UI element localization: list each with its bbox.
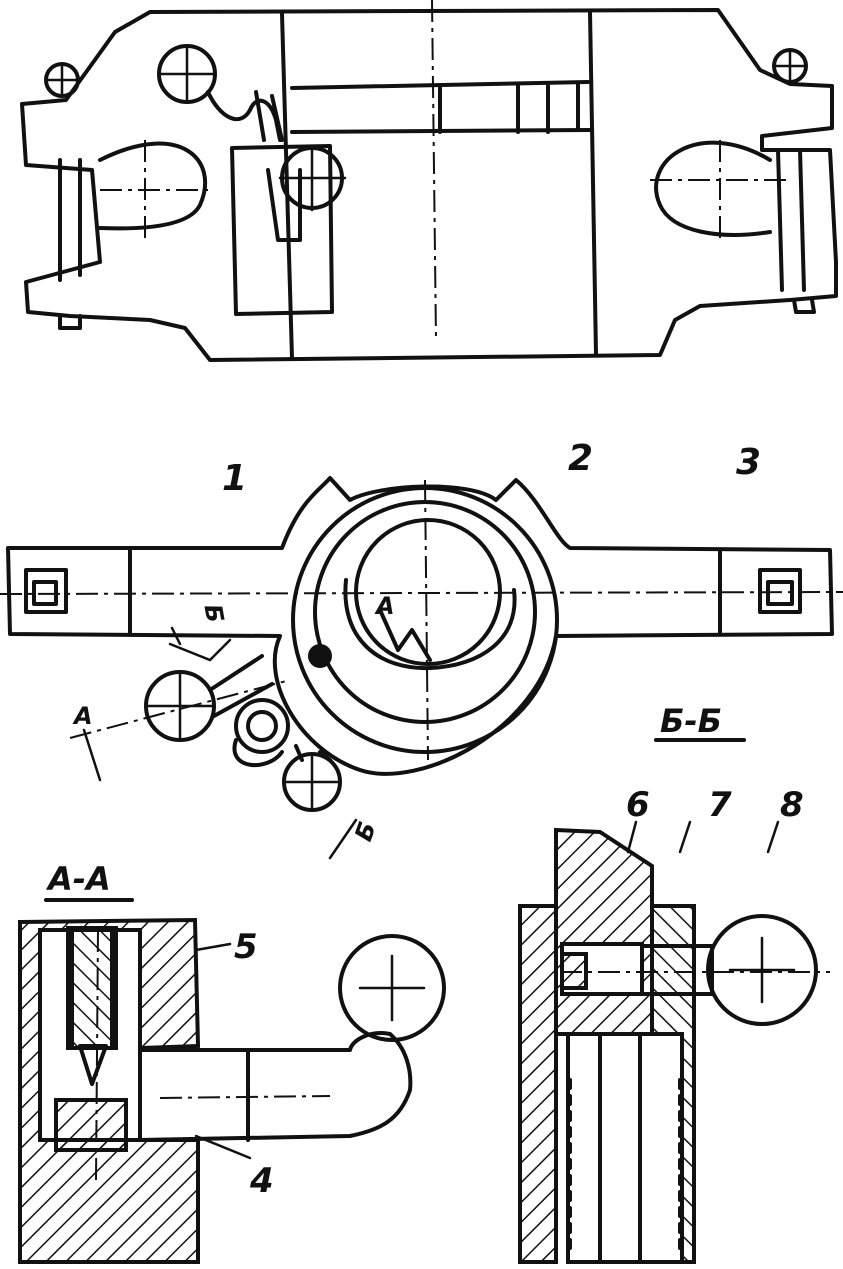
- label-part-1: 1: [222, 458, 247, 499]
- pin-marker: [308, 644, 332, 668]
- plan-view: [0, 476, 843, 860]
- front-view: [20, 0, 838, 362]
- label-part-6: 6: [626, 785, 650, 825]
- label-part-7: 7: [708, 785, 732, 825]
- label-cut-a-center: A: [374, 592, 395, 620]
- label-section-bb: Б-Б: [660, 702, 722, 740]
- label-part-2: 2: [568, 438, 593, 479]
- label-part-5: 5: [234, 927, 258, 967]
- label-part-3: 3: [736, 442, 761, 483]
- label-section-aa: A-A: [45, 860, 111, 898]
- label-part-4: 4: [249, 1161, 274, 1201]
- label-part-8: 8: [780, 785, 804, 825]
- section-aa: [18, 898, 446, 1264]
- label-cut-b-lower: Б: [349, 818, 382, 845]
- label-cut-b-upper: Б: [199, 602, 230, 625]
- label-cut-a-left: A: [72, 702, 93, 730]
- section-bb: [518, 738, 830, 1264]
